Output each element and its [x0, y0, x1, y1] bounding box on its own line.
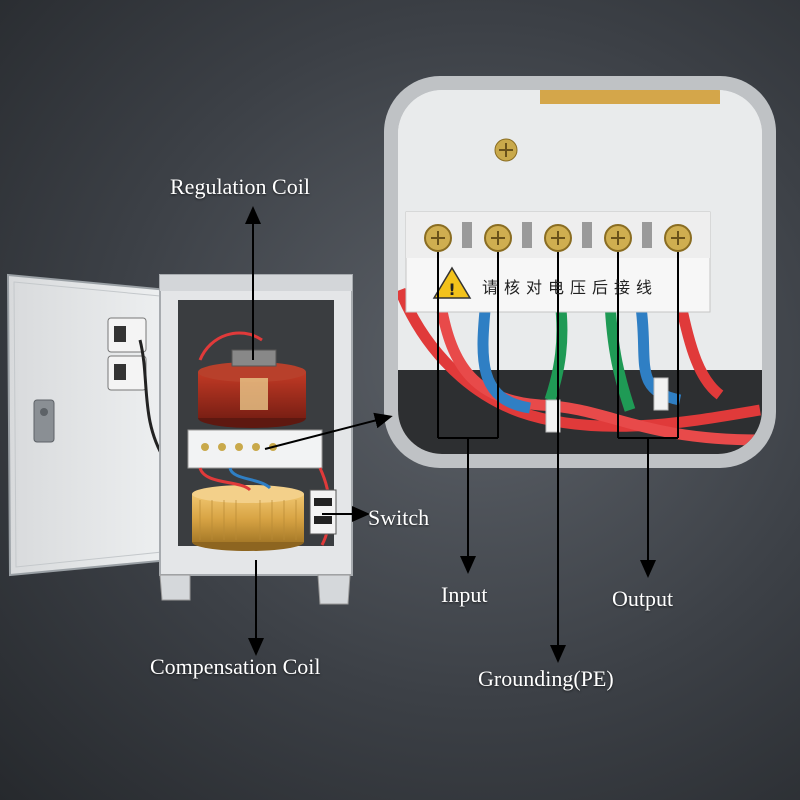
wire-blue-1 — [477, 299, 532, 414]
cable-tie — [653, 377, 669, 411]
cable-tie — [545, 399, 561, 433]
label-regulation-coil: Regulation Coil — [170, 174, 310, 199]
wire-red-2 — [434, 299, 761, 446]
cabinet-leg-right — [317, 574, 351, 605]
wire-red-1 — [398, 287, 761, 432]
label-switch: Switch — [368, 505, 430, 530]
warning-icon — [432, 266, 472, 299]
breaker-bottom[interactable] — [107, 355, 147, 391]
label-output: Output — [612, 586, 674, 611]
zoom-panel — [384, 76, 776, 468]
label-grounding: Grounding(PE) — [478, 666, 614, 691]
zoom-pointer-arrow — [264, 412, 393, 450]
label-compensation-coil: Compensation Coil — [150, 654, 321, 679]
terminal-screws — [424, 222, 692, 252]
terminal-block-text: 请核对电压后接线 — [482, 278, 659, 297]
label-input: Input — [441, 582, 488, 607]
cabinet-leg-left — [159, 574, 191, 601]
door-lock-icon[interactable] — [33, 399, 55, 443]
annotation-lines — [245, 206, 679, 663]
switch-device[interactable] — [309, 489, 337, 535]
warning-symbol: ! — [448, 280, 455, 299]
